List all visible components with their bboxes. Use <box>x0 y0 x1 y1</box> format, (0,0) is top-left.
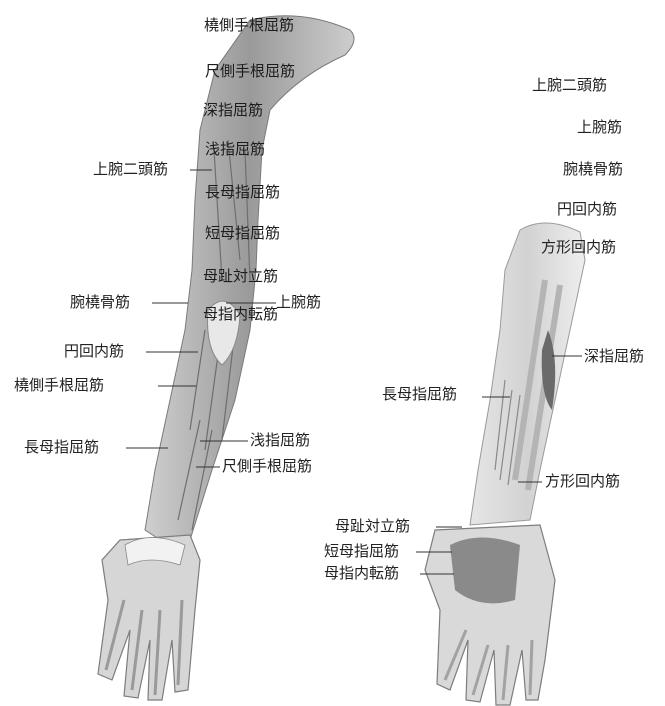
label-r-brachialis: 上腕筋 <box>577 118 622 136</box>
label-r-pronator-quadratus: 方形回内筋 <box>545 472 620 490</box>
label-brachialis: 上腕筋 <box>276 293 321 311</box>
label-flexor-digitorum-superficialis: 浅指屈筋 <box>250 431 310 449</box>
label-pronator-teres: 円回内筋 <box>64 342 124 360</box>
label-flexor-pollicis-brevis: 短母指屈筋 <box>205 224 280 242</box>
label-flexor-digitorum-superficialis-top: 浅指屈筋 <box>205 140 265 158</box>
label-flexor-pollicis-longus: 長母指屈筋 <box>24 438 99 456</box>
label-r-pronator-teres: 円回内筋 <box>557 200 617 218</box>
label-r-flexor-pollicis-brevis: 短母指屈筋 <box>324 542 399 560</box>
label-flexor-carpi-radialis-top: 橈側手根屈筋 <box>204 16 294 34</box>
label-flexor-carpi-ulnaris-top: 尺側手根屈筋 <box>205 62 295 80</box>
label-r-adductor-pollicis: 母指内転筋 <box>324 564 399 582</box>
label-r-brachioradialis: 腕橈骨筋 <box>563 160 623 178</box>
label-r-flexor-digitorum-profundus: 深指屈筋 <box>584 347 644 365</box>
label-r-pronator-quadratus-top: 方形回内筋 <box>541 238 616 256</box>
label-flexor-pollicis-longus-top: 長母指屈筋 <box>205 183 280 201</box>
label-r-flexor-pollicis-longus: 長母指屈筋 <box>382 385 457 403</box>
label-biceps-brachii: 上腕二頭筋 <box>93 160 168 178</box>
label-flexor-digitorum-profundus: 深指屈筋 <box>203 101 263 119</box>
right-arm-figure <box>425 223 585 705</box>
label-adductor-pollicis: 母指内転筋 <box>203 305 278 323</box>
label-r-biceps-brachii: 上腕二頭筋 <box>532 76 607 94</box>
label-opponens-pollicis: 母趾対立筋 <box>203 267 278 285</box>
label-brachioradialis: 腕橈骨筋 <box>70 293 130 311</box>
label-r-opponens-pollicis: 母趾対立筋 <box>335 517 410 535</box>
label-flexor-carpi-radialis: 橈側手根屈筋 <box>14 376 104 394</box>
label-flexor-carpi-ulnaris: 尺側手根屈筋 <box>222 457 312 475</box>
